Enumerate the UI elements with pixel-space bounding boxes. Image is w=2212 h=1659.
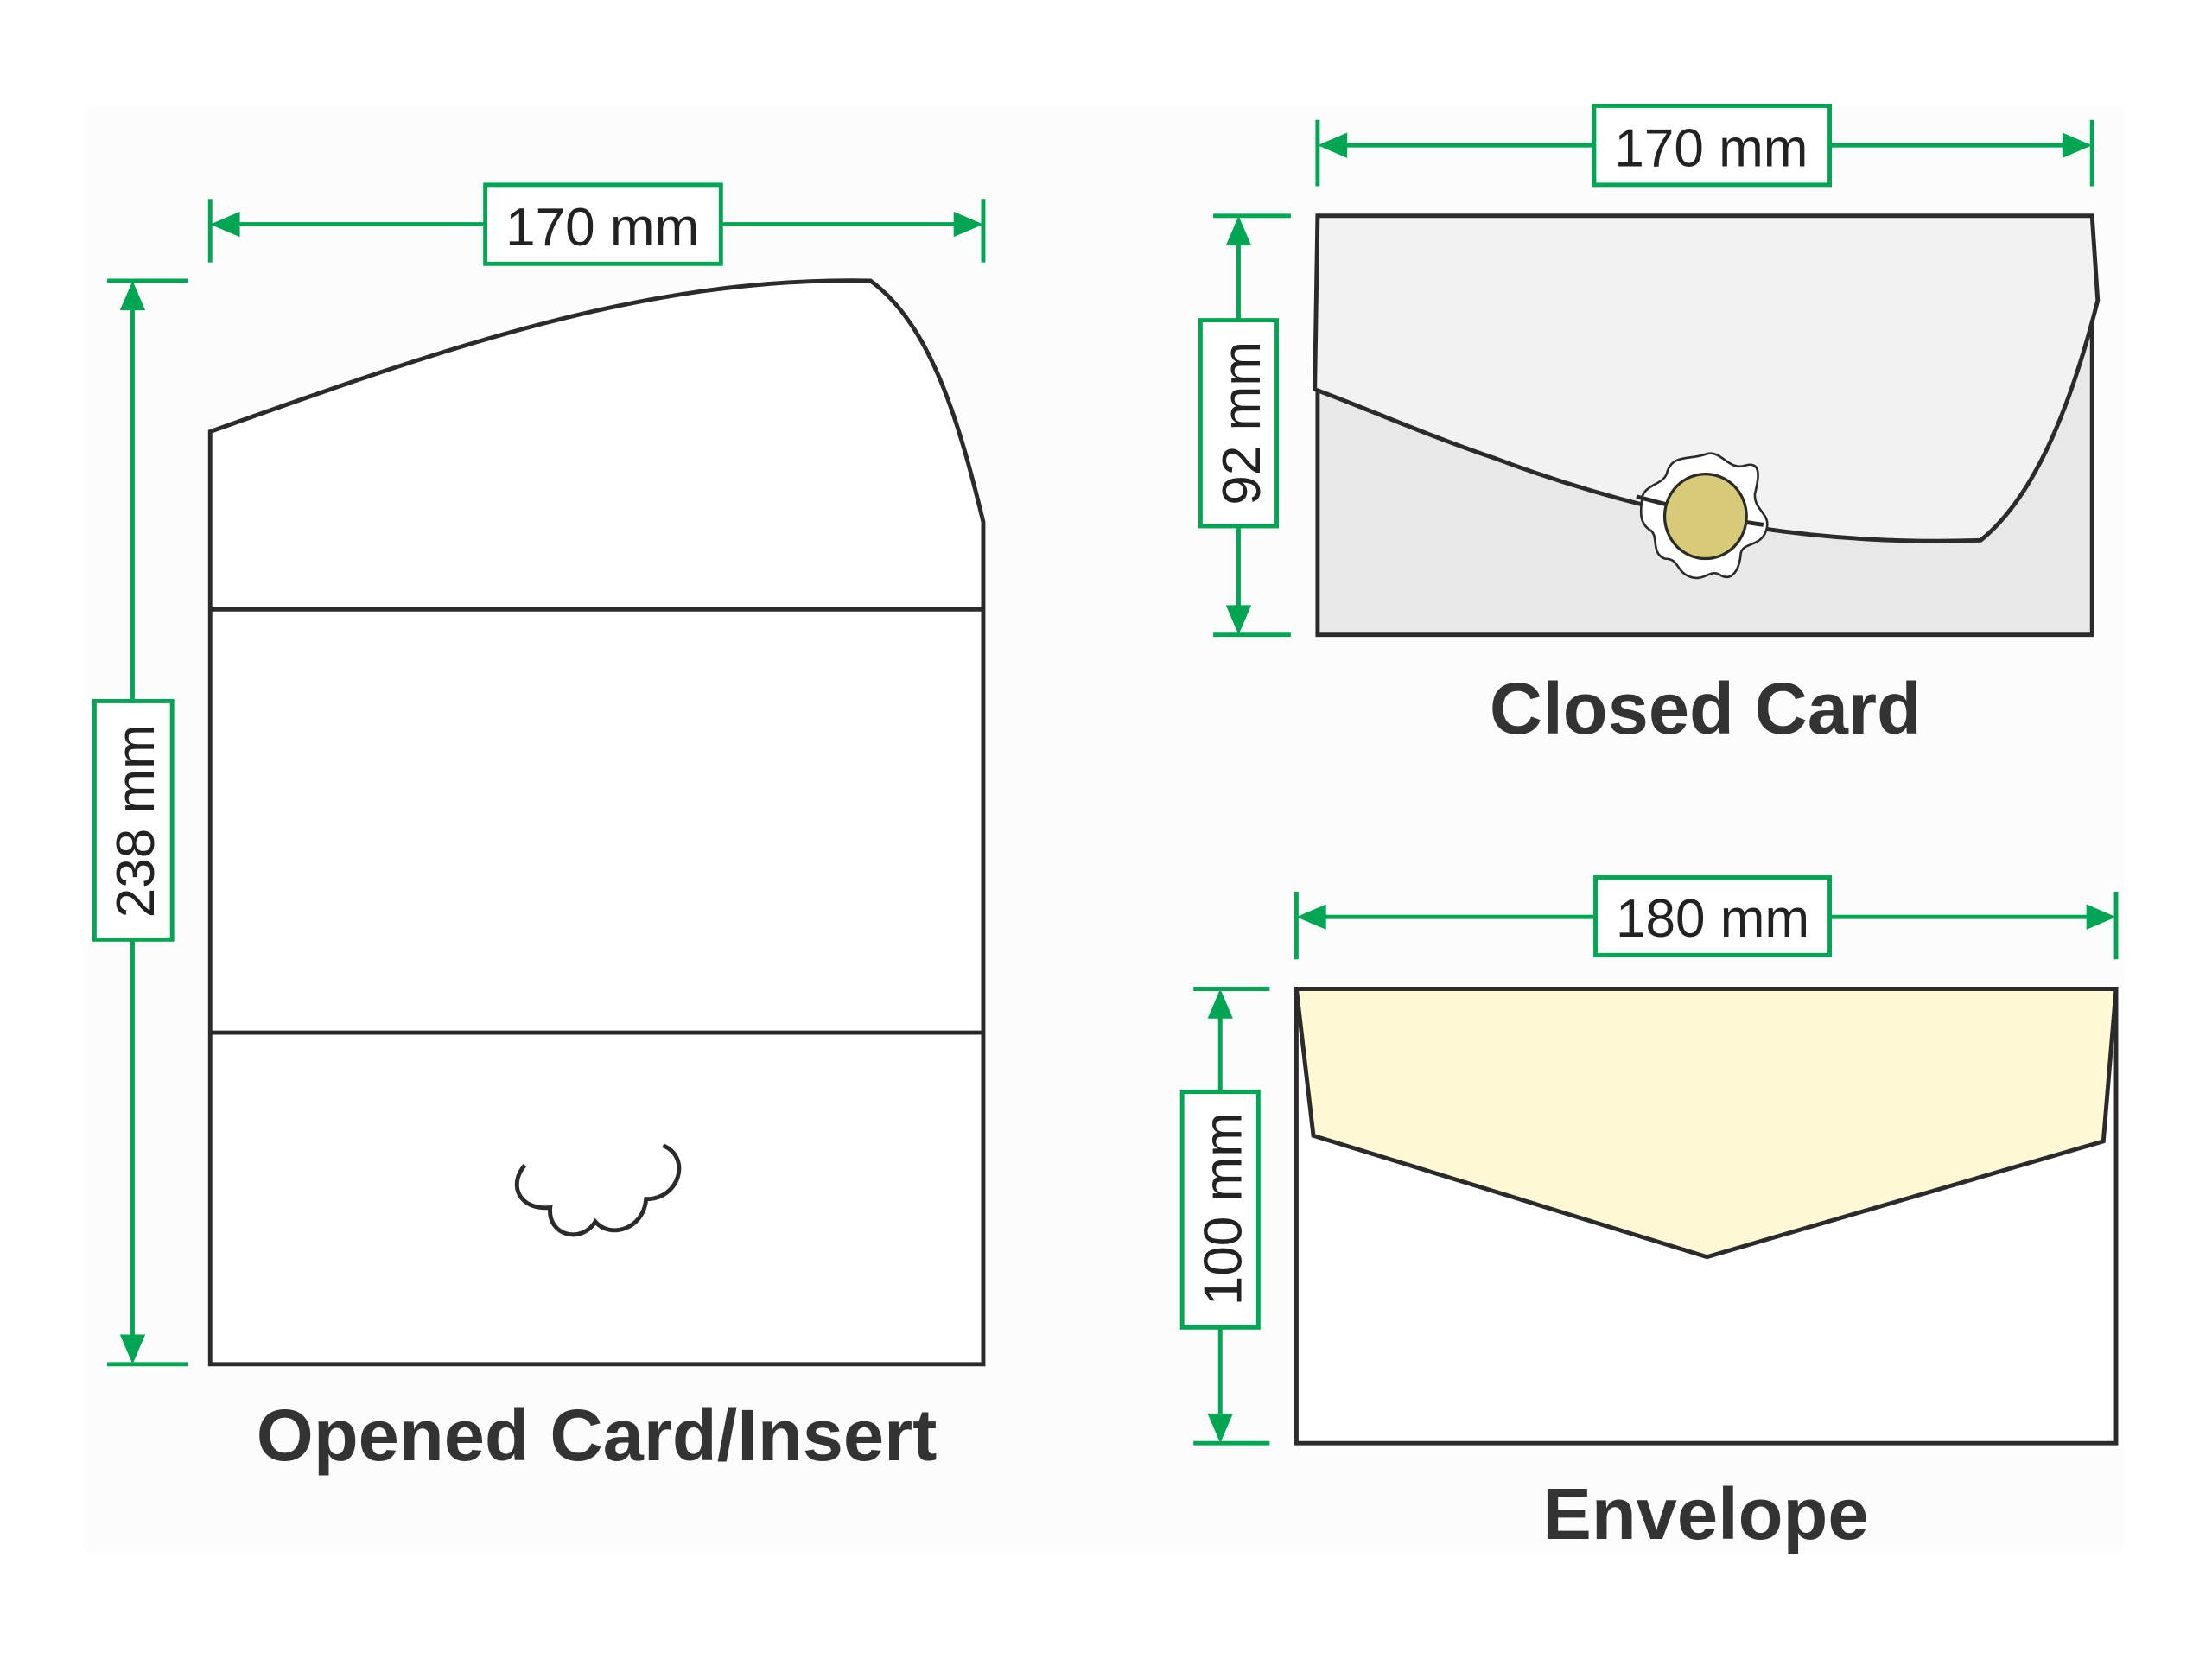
arrow-up-icon <box>1225 215 1252 246</box>
opened-card-title: Opened Card/Insert <box>257 1394 938 1476</box>
opened-card-width-label: 170 mm <box>505 198 699 257</box>
arrow-right-icon <box>953 211 983 238</box>
envelope-height-label: 100 mm <box>1194 1112 1254 1306</box>
closed-card-title: Closed Card <box>1490 667 1922 749</box>
closed-card-height-label: 92 mm <box>1212 341 1272 505</box>
arrow-left-icon <box>1317 132 1348 158</box>
arrow-up-icon <box>119 280 146 311</box>
opened-card-width-dimension: 170 mm <box>207 182 986 266</box>
seal-icon <box>1662 472 1748 561</box>
arrow-right-icon <box>2062 132 2093 158</box>
cloud-slot-icon <box>514 1143 682 1237</box>
closed-card-width-dimension: 170 mm <box>1315 104 2094 188</box>
envelope <box>1294 987 2119 1446</box>
arrow-right-icon <box>2086 904 2116 930</box>
envelope-height-dimension: 100 mm <box>1179 987 1270 1446</box>
arrow-left-icon <box>1296 904 1326 930</box>
envelope-width-dimension: 180 mm <box>1294 875 2119 960</box>
opened-card-height-label: 238 mm <box>106 724 166 918</box>
arrow-down-icon <box>1225 605 1252 635</box>
opened-card-outline <box>207 278 986 1367</box>
envelope-title: Envelope <box>1542 1472 1868 1554</box>
opened-card-height-dimension: 238 mm <box>92 278 188 1367</box>
envelope-flap <box>1294 987 2119 1260</box>
opened-card <box>207 278 986 1367</box>
arrow-down-icon <box>1207 1413 1233 1444</box>
arrow-down-icon <box>119 1334 146 1364</box>
arrow-left-icon <box>210 211 240 238</box>
envelope-width-label: 180 mm <box>1616 889 1809 949</box>
closed-card-flap <box>1313 213 2101 543</box>
closed-card-width-label: 170 mm <box>1614 119 1808 179</box>
closed-card <box>1313 213 2101 638</box>
closed-card-height-dimension: 92 mm <box>1198 213 1291 638</box>
arrow-up-icon <box>1207 988 1233 1019</box>
